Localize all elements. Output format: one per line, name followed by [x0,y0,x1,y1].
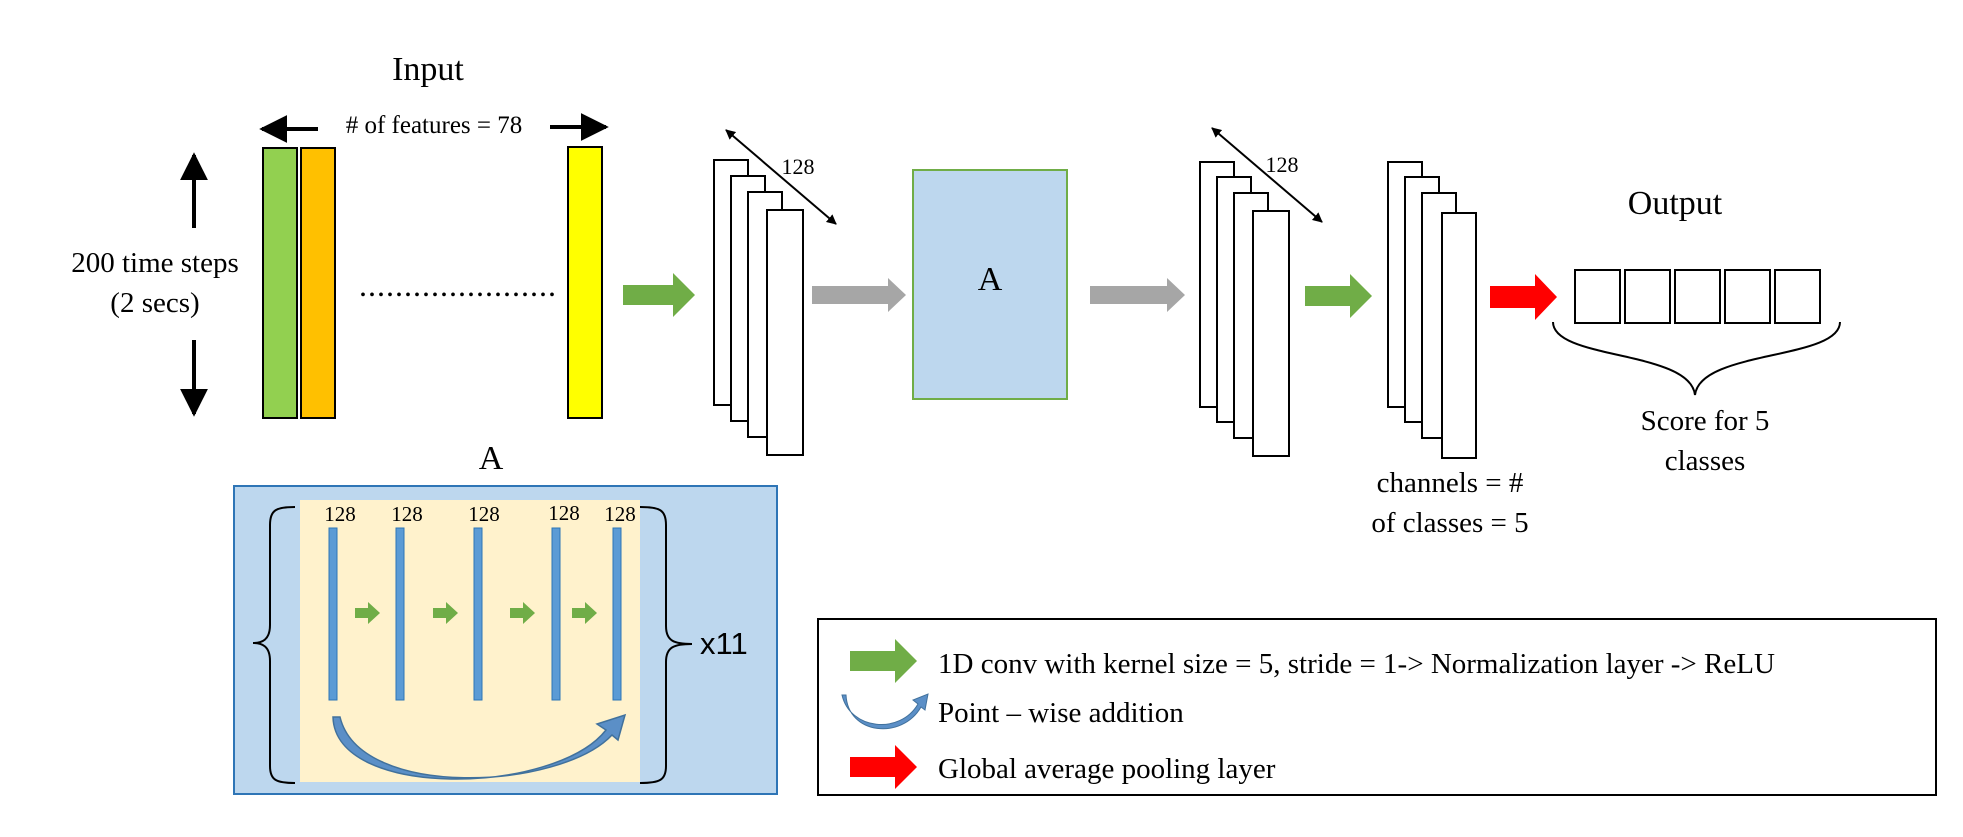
residual-connection-arrow [332,713,627,780]
detail-bar-5 [612,527,622,701]
legend-conv-label: 1D conv with kernel size = 5, stride = 1… [938,648,1775,680]
detail-conv-arrow-2 [433,602,458,624]
pass-arrow-2 [1090,278,1185,312]
detail-a-inner [300,500,640,782]
detail-left-brace [252,506,296,784]
detail-bar-2 [395,527,405,701]
detail-bar-4 [551,527,561,701]
feature-bar-orange [300,147,336,419]
conv-arrow-2 [1305,274,1372,318]
output-score-boxes [1574,269,1821,324]
detail-bar-label-5: 128 [604,502,636,526]
output-box-2 [1624,269,1671,324]
class-channels-stack [1387,161,1477,459]
depth-arrow-2 [1211,127,1323,223]
residual-block-a [912,169,1068,400]
output-title: Output [1628,185,1723,222]
output-brace [1552,321,1841,396]
time-steps-label: 200 time steps [71,247,239,279]
detail-bar-1 [328,527,338,701]
depth-label-2: 128 [1266,152,1299,177]
time-secs-label: (2 secs) [110,287,199,319]
input-title: Input [392,51,464,88]
feature-bar-yellow [567,146,603,419]
detail-bar-label-3: 128 [468,502,500,526]
detail-conv-arrow-1 [355,602,380,624]
channels-caption-line1: channels = # [1377,467,1524,499]
feature-maps-stack-2 [1199,161,1290,457]
legend-pool-label: Global average pooling layer [938,753,1276,785]
conv-arrow-1 [623,273,695,317]
detail-conv-arrow-3 [510,602,535,624]
features-label: # of features = 78 [346,112,523,139]
pool-arrow [1490,274,1557,320]
output-box-1 [1574,269,1621,324]
detail-bar-label-1: 128 [324,502,356,526]
residual-block-a-label: A [978,261,1003,298]
detail-a-title: A [479,440,504,477]
pass-arrow-1 [812,278,906,312]
output-box-3 [1674,269,1721,324]
feature-ellipsis: ...................... [359,267,557,303]
legend-addition-icon [841,693,929,730]
detail-right-brace [639,506,693,784]
detail-conv-arrow-4 [572,602,597,624]
legend-conv-arrow [850,639,917,683]
depth-arrow-1 [725,129,837,225]
feature-maps-stack-1 [713,159,804,456]
legend-addition-label: Point – wise addition [938,697,1184,729]
output-caption-line1: Score for 5 [1641,405,1770,437]
detail-bar-3 [473,527,483,701]
repeat-count-label: x11 [700,626,748,661]
detail-bar-label-2: 128 [391,502,423,526]
channels-caption-line2: of classes = 5 [1371,507,1528,539]
output-box-5 [1774,269,1821,324]
feature-bar-green [262,147,298,419]
output-box-4 [1724,269,1771,324]
detail-bar-label-4: 128 [548,501,580,525]
legend-box [817,618,1937,796]
output-caption-line2: classes [1665,445,1746,477]
legend-pool-arrow [850,745,917,789]
depth-label-1: 128 [782,154,815,179]
